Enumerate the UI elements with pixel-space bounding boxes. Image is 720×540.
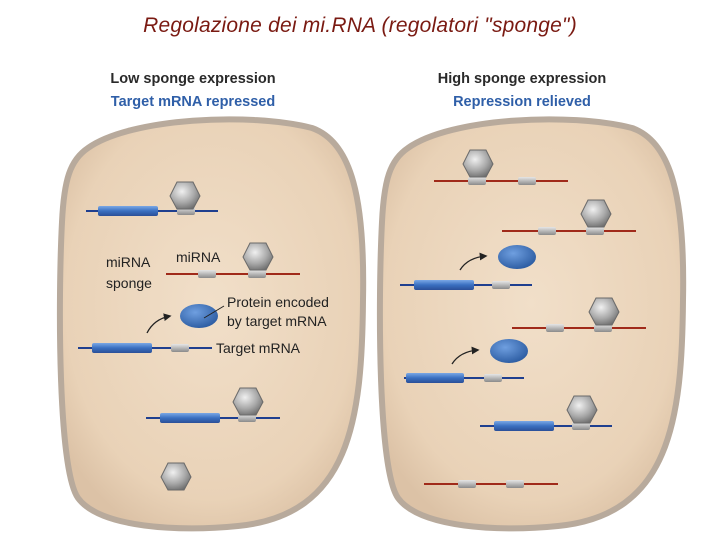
protein-ellipse — [498, 245, 536, 269]
protein-ellipse — [490, 339, 528, 363]
mirna-hexagon — [588, 297, 620, 326]
protein-pointer-line — [203, 305, 225, 319]
mirna-hexagon — [566, 395, 598, 424]
label-protein-line2: by target mRNA — [227, 313, 327, 329]
mirna-sponge — [512, 324, 646, 332]
slide-title: Regolazione dei mi.RNA (regolatori "spon… — [143, 14, 577, 37]
mirna-hexagon — [232, 387, 264, 416]
mirna-sponge — [434, 177, 568, 185]
target-mrna — [480, 421, 612, 431]
label-mirna-sponge-line1: miRNA — [106, 254, 151, 270]
translation-arrow — [459, 252, 488, 271]
mirna-hexagon — [169, 181, 201, 210]
mirna-hexagon — [160, 462, 192, 491]
protein-ellipse — [180, 304, 218, 328]
right-heading-line1: High sponge expression — [437, 71, 607, 87]
label-protein-line1: Protein encoded — [227, 294, 329, 310]
mirna-hexagon — [462, 149, 494, 178]
mirna-hexagon — [580, 199, 612, 228]
label-mirna: miRNA — [176, 249, 221, 265]
mirna-sponge — [424, 480, 558, 488]
left-heading-line1: Low sponge expression — [110, 71, 276, 87]
label-target-mrna: Target mRNA — [216, 340, 301, 356]
left-heading-line2: Target mRNA repressed — [110, 94, 276, 110]
mirna-hexagon — [242, 242, 274, 271]
target-mrna — [146, 413, 280, 423]
target-mrna — [86, 206, 218, 216]
label-mirna-sponge-line2: sponge — [106, 275, 152, 291]
mirna-sponge — [502, 227, 636, 235]
target-mrna — [404, 373, 524, 383]
translation-arrow — [146, 313, 172, 334]
target-mrna — [400, 280, 532, 290]
mirna-sponge — [166, 270, 300, 278]
translation-arrow — [451, 346, 480, 365]
right-heading-line2: Repression relieved — [453, 94, 591, 110]
target-mrna — [78, 343, 212, 353]
